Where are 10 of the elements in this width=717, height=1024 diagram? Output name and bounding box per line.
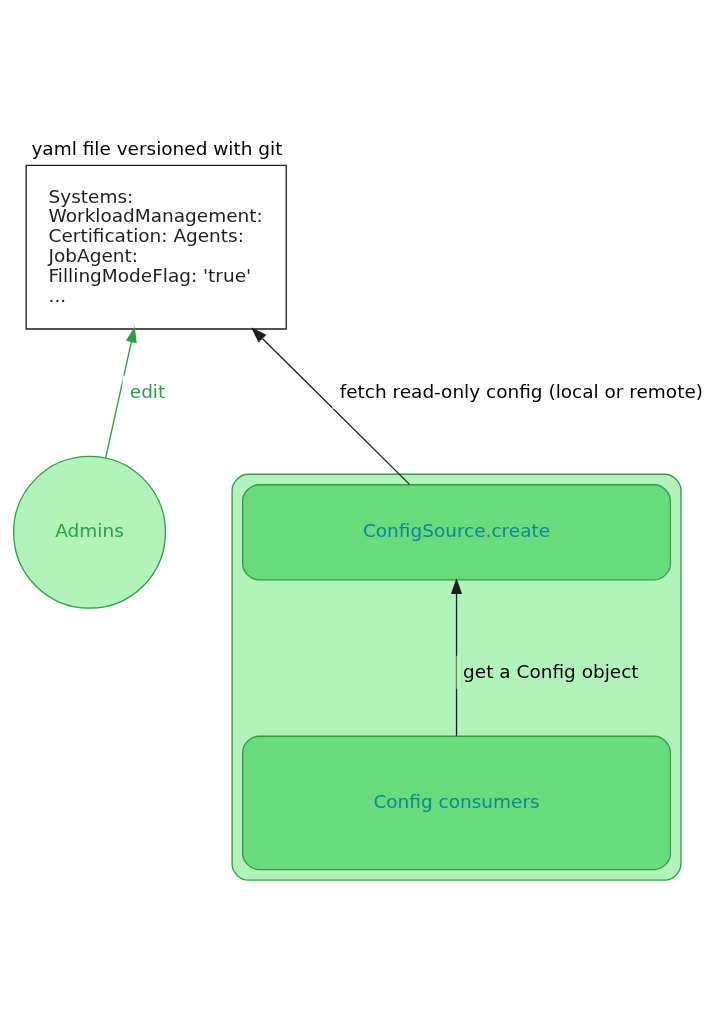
arrow: [450, 577, 463, 737]
node-box: Config consumers: [242, 735, 672, 870]
edge-label: fetch read-only config (local or remote): [339, 380, 703, 402]
node-box: ConfigSource.create: [242, 483, 672, 580]
edge-label: get a Config object: [463, 660, 639, 682]
node-circle: Admins: [12, 455, 167, 609]
node-label: yaml file versioned with git: [31, 137, 283, 159]
cluster: [231, 473, 682, 881]
edge-label: edit: [129, 380, 166, 402]
arrow: [105, 326, 137, 459]
